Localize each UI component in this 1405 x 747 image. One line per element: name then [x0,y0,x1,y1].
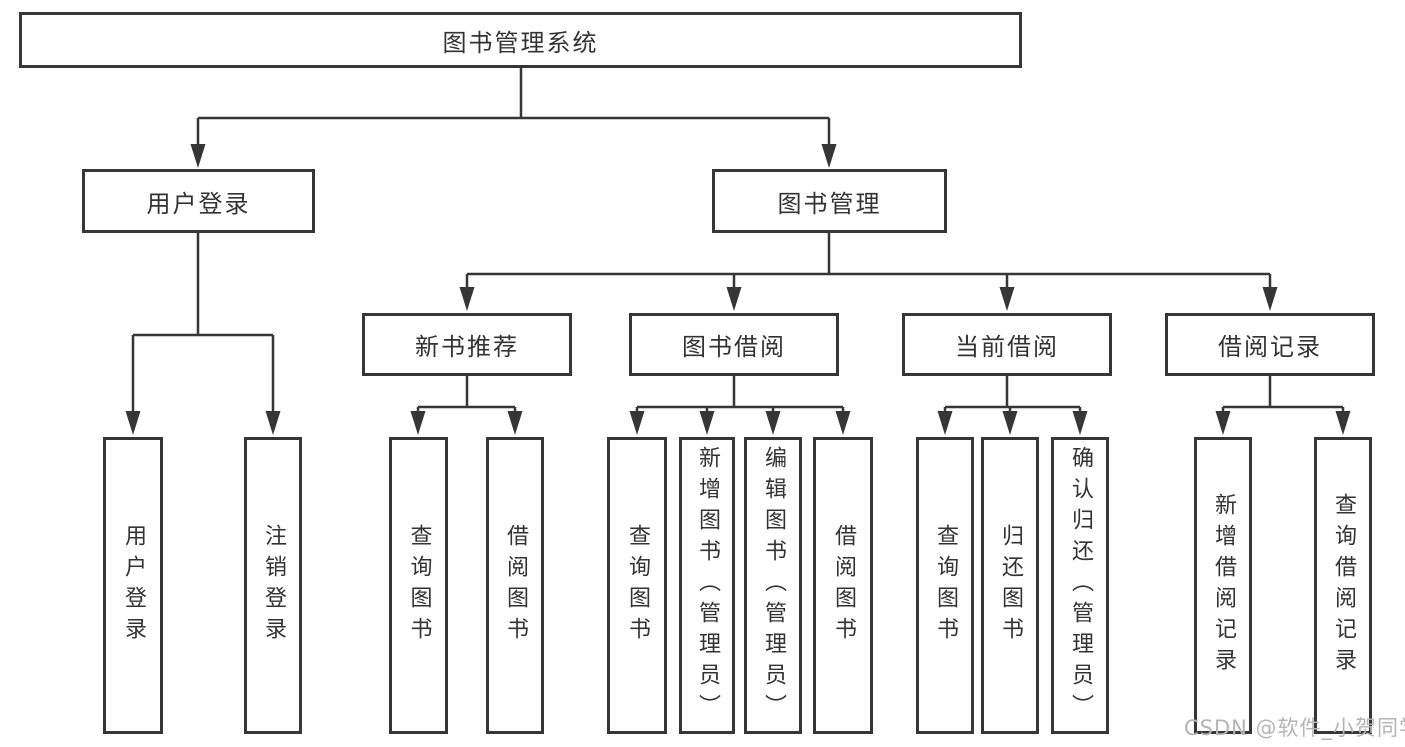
leaf-logout: 注销登录 [244,437,302,734]
leaf-borrow-book-1: 借阅图书 [486,437,544,734]
node-current-borrow: 当前借阅 [902,313,1112,376]
node-root: 图书管理系统 [19,12,1022,68]
leaf-edit-book-admin: 编辑图书（管理员） [744,437,802,734]
node-borrow-record: 借阅记录 [1165,313,1375,376]
node-user-login: 用户登录 [82,169,315,233]
leaf-label: 借阅图书 [831,523,856,648]
leaf-label: 查询图书 [406,523,432,648]
leaf-label: 确认归还（管理员） [1068,446,1093,725]
leaf-label: 查询图书 [933,523,958,648]
leaf-add-borrow-record: 新增借阅记录 [1194,437,1252,734]
leaf-label: 用户登录 [121,523,146,648]
leaf-label: 编辑图书（管理员） [761,446,786,725]
leaf-label: 新增借阅记录 [1211,492,1236,679]
node-book-borrow: 图书借阅 [629,313,839,376]
leaf-label: 借阅图书 [503,523,528,648]
leaf-return-book: 归还图书 [981,437,1039,734]
leaf-label: 归还图书 [998,523,1023,648]
node-new-book-recommend: 新书推荐 [362,313,572,376]
leaf-label: 查询借阅记录 [1331,492,1356,679]
leaf-query-book-3: 查询图书 [916,437,974,734]
leaf-add-book-admin: 新增图书（管理员） [679,437,735,734]
watermark: CSDN @软件_小贺同学 [1184,716,1405,740]
leaf-label: 查询图书 [625,523,650,648]
leaf-query-borrow-record: 查询借阅记录 [1314,437,1372,734]
leaf-borrow-book-2: 借阅图书 [813,437,873,734]
leaf-confirm-return-admin: 确认归还（管理员） [1051,437,1109,734]
leaf-label: 新增图书（管理员） [695,446,720,725]
leaf-query-book-1: 查询图书 [389,437,448,734]
node-book-management: 图书管理 [712,169,947,233]
leaf-user-login: 用户登录 [103,437,163,734]
leaf-label: 注销登录 [261,523,286,648]
arrowhead-icons [125,144,1351,435]
leaf-query-book-2: 查询图书 [607,437,667,734]
